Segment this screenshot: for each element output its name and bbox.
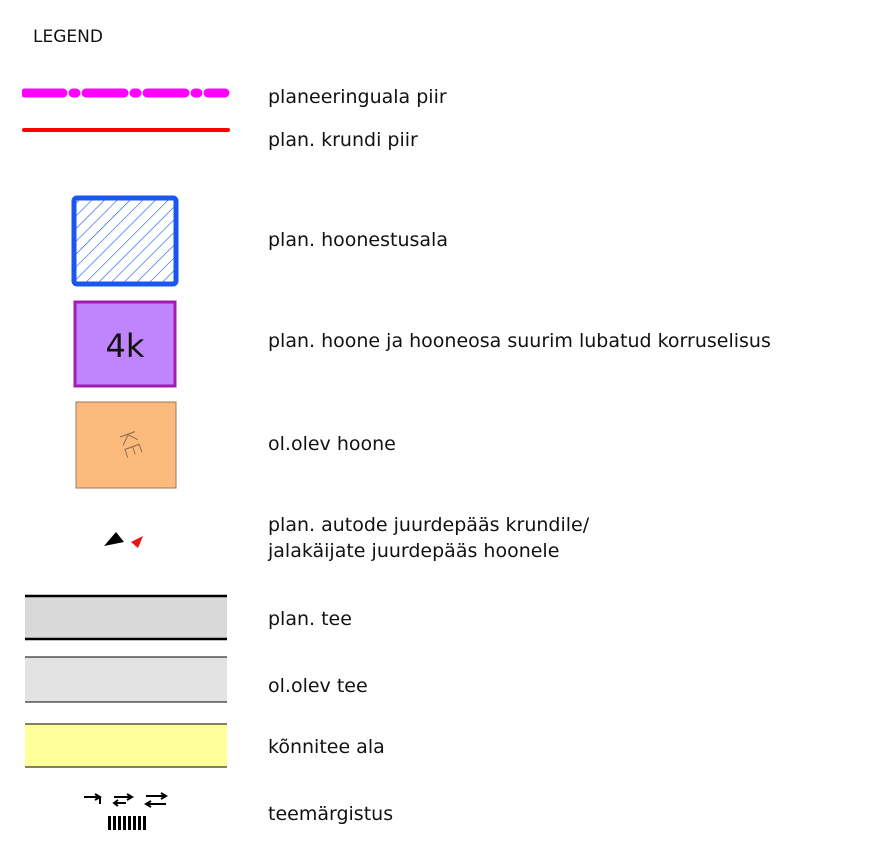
boundary-line-symbol <box>22 84 232 102</box>
pedestrian-access-arrow-icon <box>131 536 143 548</box>
plot-line-symbol <box>22 125 232 135</box>
sidewalk-symbol <box>25 723 229 769</box>
car-access-arrow-icon <box>104 532 124 546</box>
legend-label-existing-road: ol.olev tee <box>268 675 368 697</box>
storeys-symbol: 4k <box>73 300 177 388</box>
building-area-symbol <box>71 195 179 287</box>
legend-label-existing-building: ol.olev hoone <box>268 433 396 455</box>
storeys-symbol-text: 4k <box>106 327 145 365</box>
legend-label-storeys: plan. hoone ja hooneosa suurim lubatud k… <box>268 330 771 352</box>
lane-arrows-icon <box>84 792 168 808</box>
legend-label-building-area: plan. hoonestusala <box>268 229 448 251</box>
road-marking-symbol <box>82 790 172 834</box>
legend-label-boundary: planeeringuala piir <box>268 86 447 108</box>
legend-label-road-marking: teemärgistus <box>268 803 394 825</box>
zebra-crossing-icon <box>108 816 146 830</box>
existing-building-symbol: KE <box>75 401 177 489</box>
existing-road-symbol <box>25 656 229 704</box>
legend-label-access-line2: jalakäijate juurdepääs hoonele <box>268 540 560 562</box>
legend-label-access-line1: plan. autode juurdepääs krundile/ <box>268 514 590 536</box>
access-arrows-symbol <box>100 528 150 550</box>
legend-label-plot: plan. krundi piir <box>268 129 418 151</box>
legend-label-sidewalk: kõnnitee ala <box>268 736 385 758</box>
planned-road-symbol <box>25 594 229 642</box>
legend-title: LEGEND <box>33 27 103 47</box>
legend-label-access: plan. autode juurdepääs krundile/ jalakä… <box>268 512 589 564</box>
legend-label-planned-road: plan. tee <box>268 608 352 630</box>
